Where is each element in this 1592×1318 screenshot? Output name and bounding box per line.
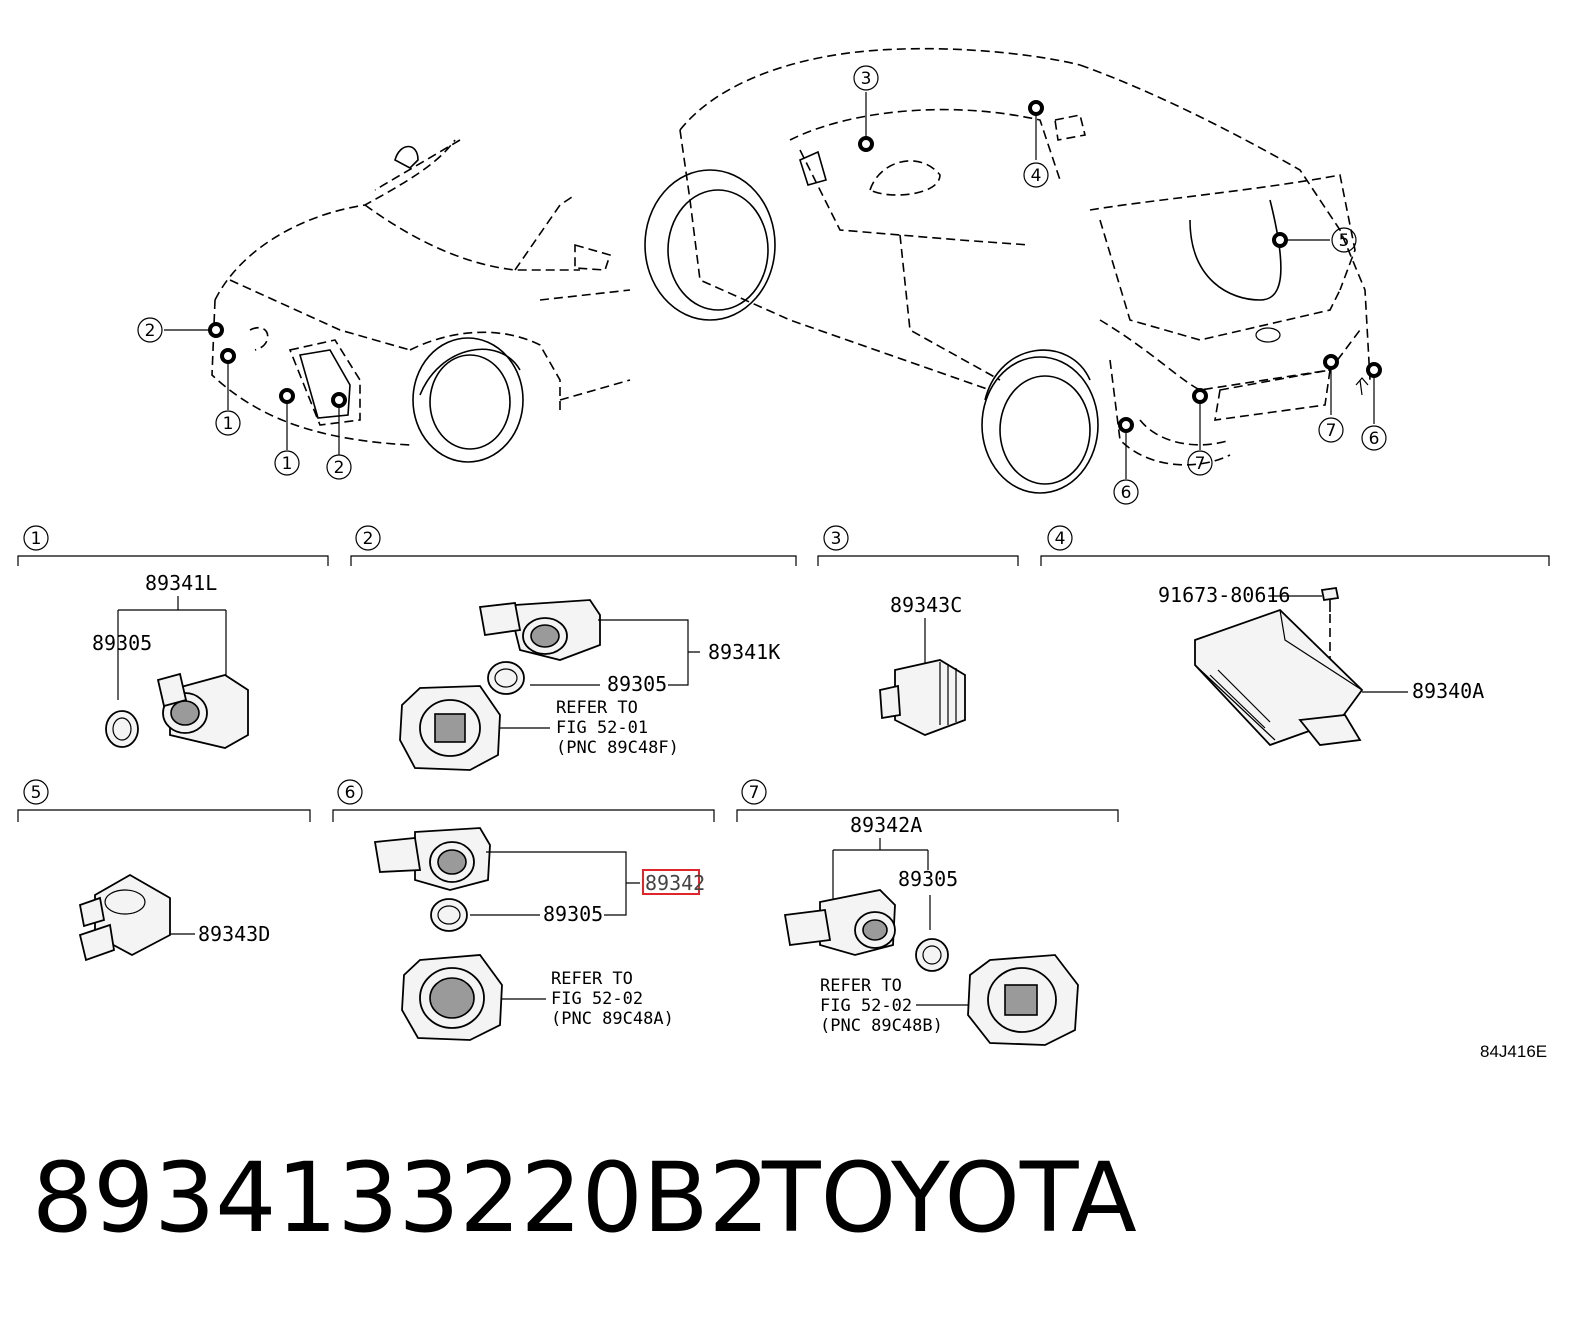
grommet-89305-shape [915,938,949,972]
footer-part-number: 8934133220B2 [32,1142,770,1254]
callout-7-label: 7 [1195,454,1206,474]
part-number-89305: 89305 [607,672,667,696]
diagram-code: 84J416E [1480,1042,1548,1061]
part-number-89305: 89305 [898,867,958,891]
sensor-89342-shape [373,827,491,891]
part-number-89343D: 89343D [198,922,270,946]
section-5-number: 5 [31,783,42,803]
refer-fig-text: FIG 52-02 [820,996,912,1016]
refer-to-text: REFER TO [556,698,638,718]
part-number-89343C: 89343C [890,593,962,617]
part-number-89340A: 89340A [1412,679,1484,703]
control-module-89340A-shape [1194,608,1364,747]
callout-2-label: 2 [334,458,345,478]
bezel-retainer-shape [967,954,1079,1046]
highlighted-part-box [642,869,700,895]
part-number-89341L: 89341L [145,571,217,595]
front-vehicle-illustration: 2 1 1 2 [137,139,631,480]
callout-6-label: 6 [1369,429,1380,449]
module-89343D-shape [78,873,171,962]
section-1: 1 89341L 89305 [17,525,329,749]
section-4-number: 4 [1055,529,1066,549]
section-6: 6 89342 89305 REFER TO FIG 52-02 (PNC 89… [332,779,715,1041]
refer-pnc-text: (PNC 89C48F) [556,738,679,758]
callout-2-label: 2 [145,321,156,341]
section-3-number: 3 [831,529,842,549]
callout-5-label: 5 [1339,231,1350,251]
rear-vehicle-illustration: 3 4 5 7 6 7 6 [644,47,1387,505]
section-7-number: 7 [749,783,760,803]
callout-1-label: 1 [282,454,293,474]
refer-fig-text: FIG 52-01 [556,718,648,738]
grommet-89305-shape [430,898,468,932]
part-number-89341K: 89341K [708,640,780,664]
refer-pnc-text: (PNC 89C48B) [820,1016,943,1036]
grommet-89305-shape [105,710,139,748]
section-7: 7 89342A 89305 REFER TO FIG 52-02 (PNC 8… [736,779,1119,1046]
part-number-89305: 89305 [92,631,152,655]
bezel-retainer-shape [401,954,503,1041]
bolt-91673-80616-shape [1320,586,1340,612]
callout-6-label: 6 [1121,483,1132,503]
callout-7-label: 7 [1326,421,1337,441]
grommet-89305-shape [487,661,525,695]
section-4: 4 91673-80616 89340A [1040,525,1550,747]
section-2: 2 89341K 89305 REFER TO FIG 52-01 (PNC 8… [350,525,797,771]
callout-1-label: 1 [223,414,234,434]
sensor-89341K-shape [478,599,601,661]
sensor-89342A-shape [783,889,896,956]
part-number-89342-highlighted[interactable]: 89342 [645,871,705,895]
bezel-retainer-shape [399,685,501,771]
front-sensor-89341L-shape [156,672,249,749]
module-89343C-shape [879,659,966,736]
section-5: 5 89343D [17,779,311,962]
refer-pnc-text: (PNC 89C48A) [551,1009,674,1029]
callout-3-label: 3 [861,69,872,89]
section-6-number: 6 [345,783,356,803]
callout-4-label: 4 [1031,166,1042,186]
section-2-number: 2 [363,529,374,549]
refer-to-text: REFER TO [820,976,902,996]
footer-brand: TOYOTA [762,1142,1137,1254]
section-3: 3 89343C [817,525,1019,736]
refer-fig-text: FIG 52-02 [551,989,643,1009]
refer-to-text: REFER TO [551,969,633,989]
section-1-number: 1 [31,529,42,549]
part-number-89305: 89305 [543,902,603,926]
part-number-89342A: 89342A [850,813,922,837]
part-number-91673-80616: 91673-80616 [1158,583,1290,607]
